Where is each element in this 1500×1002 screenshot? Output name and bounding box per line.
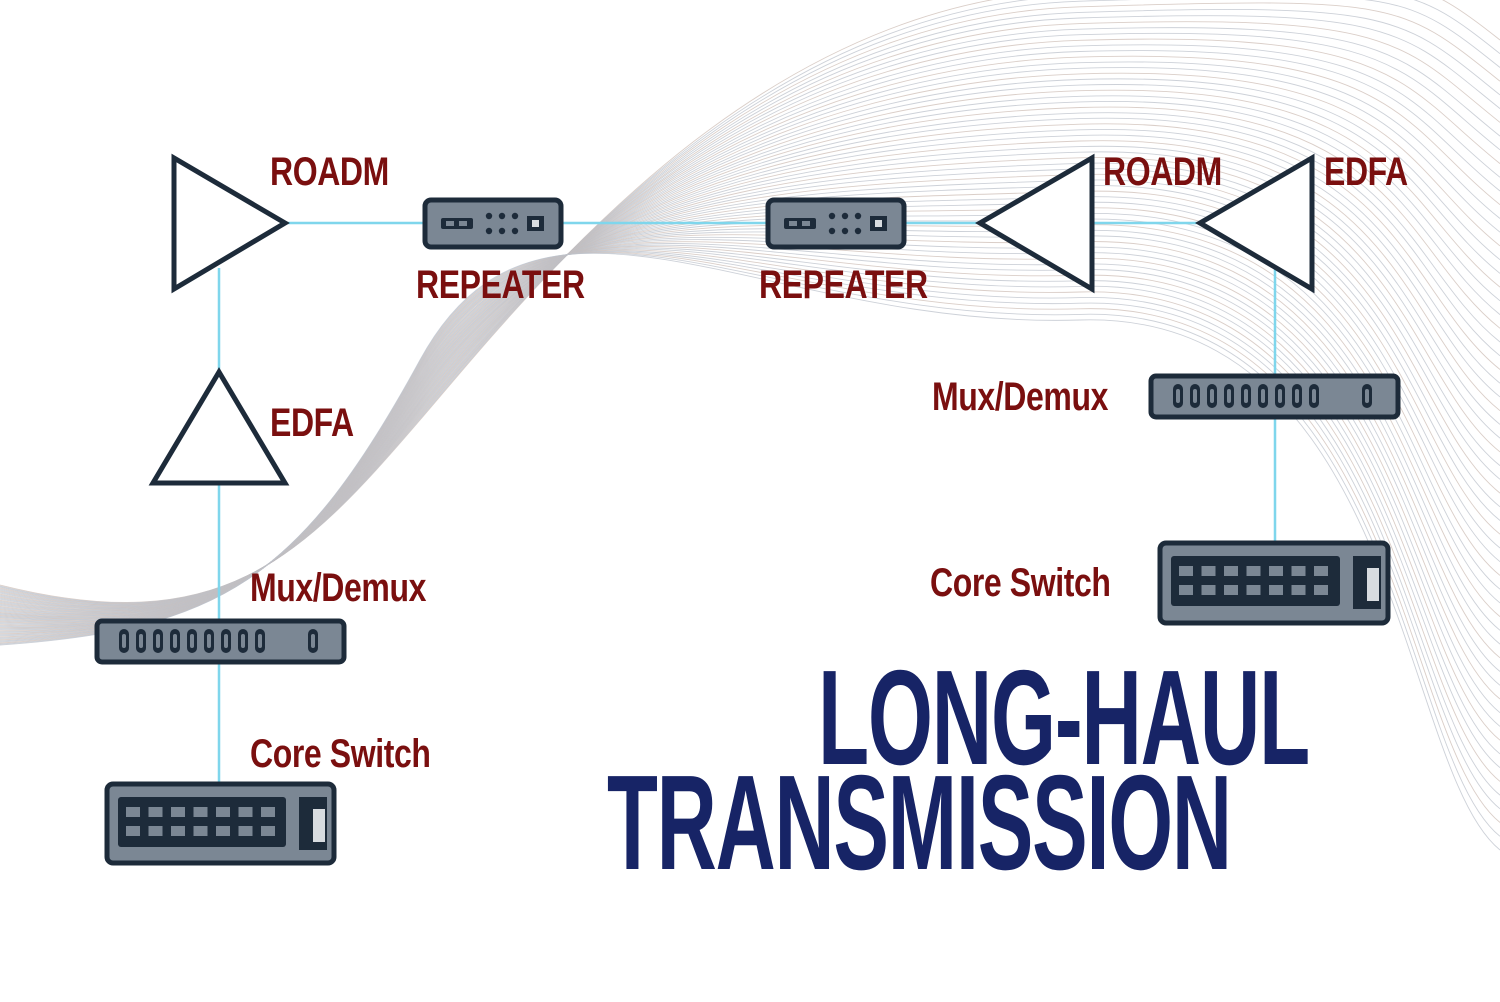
switch-port-icon — [216, 807, 230, 817]
switch-port-icon — [1201, 566, 1216, 576]
switch-port-icon — [1201, 585, 1216, 595]
label-core-right: Core Switch — [930, 561, 1111, 605]
label-mux-left: Mux/Demux — [250, 566, 426, 610]
core-switch-left-icon — [104, 781, 337, 866]
switch-port-icon — [1291, 566, 1306, 576]
switch-port-icon — [126, 826, 140, 836]
core-switch-right-icon — [1157, 540, 1391, 626]
switch-port-icon — [171, 826, 185, 836]
label-repeater-1: REPEATER — [416, 263, 585, 307]
switch-port-icon — [193, 807, 208, 817]
mux-demux-left-icon — [94, 618, 347, 665]
switch-port-icon — [1179, 585, 1193, 595]
switch-port-icon — [1179, 566, 1193, 576]
switch-port-icon — [238, 826, 253, 836]
switch-port-icon — [1269, 585, 1283, 595]
label-edfa-right: EDFA — [1324, 150, 1408, 194]
switch-port-icon — [261, 826, 275, 836]
title-line-1: LONG-HAUL — [818, 642, 1310, 793]
roadm-left-icon — [171, 153, 290, 294]
label-edfa-left: EDFA — [270, 401, 354, 445]
switch-port-icon — [148, 826, 163, 836]
label-repeater-2: REPEATER — [759, 263, 928, 307]
repeater-2-icon — [765, 197, 907, 250]
switch-port-icon — [1224, 585, 1238, 595]
switch-port-icon — [1314, 585, 1328, 595]
switch-port-icon — [1246, 585, 1261, 595]
switch-port-icon — [1246, 566, 1261, 576]
edfa-right-icon — [1195, 153, 1315, 294]
switch-port-icon — [193, 826, 208, 836]
label-mux-right: Mux/Demux — [932, 375, 1108, 419]
repeater-1-icon — [422, 197, 564, 250]
label-core-left: Core Switch — [250, 732, 431, 776]
switch-port-icon — [1291, 585, 1306, 595]
switch-port-icon — [238, 807, 253, 817]
switch-port-icon — [148, 807, 163, 817]
roadm-right-icon — [975, 153, 1095, 294]
switch-port-icon — [1224, 566, 1238, 576]
title-line-2: TRANSMISSION — [607, 747, 1232, 898]
switch-port-icon — [1269, 566, 1283, 576]
switch-port-icon — [171, 807, 185, 817]
mux-demux-right-icon — [1148, 373, 1401, 420]
label-roadm-left: ROADM — [270, 150, 389, 194]
edfa-left-icon — [148, 367, 290, 486]
label-roadm-right: ROADM — [1103, 150, 1222, 194]
switch-port-icon — [216, 826, 230, 836]
switch-port-icon — [261, 807, 275, 817]
switch-port-icon — [126, 807, 140, 817]
switch-port-icon — [1314, 566, 1328, 576]
